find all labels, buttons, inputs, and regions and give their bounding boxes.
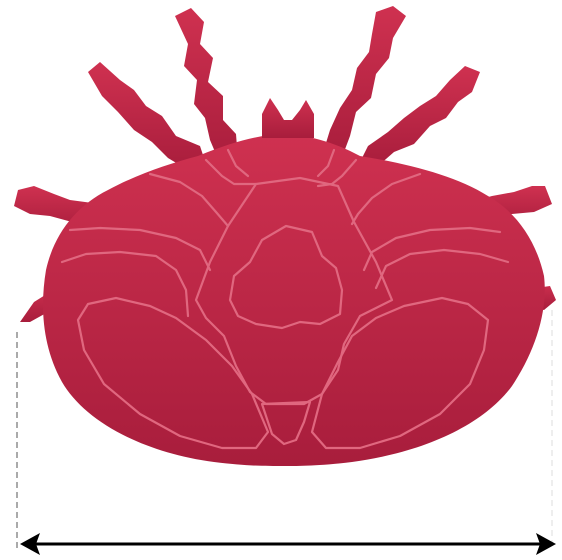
- leg-second-left: [88, 62, 206, 170]
- mouthparts: [262, 98, 314, 138]
- leg-second-right: [360, 66, 480, 166]
- mite-body-icon: [14, 6, 556, 466]
- mite-body: [43, 134, 545, 466]
